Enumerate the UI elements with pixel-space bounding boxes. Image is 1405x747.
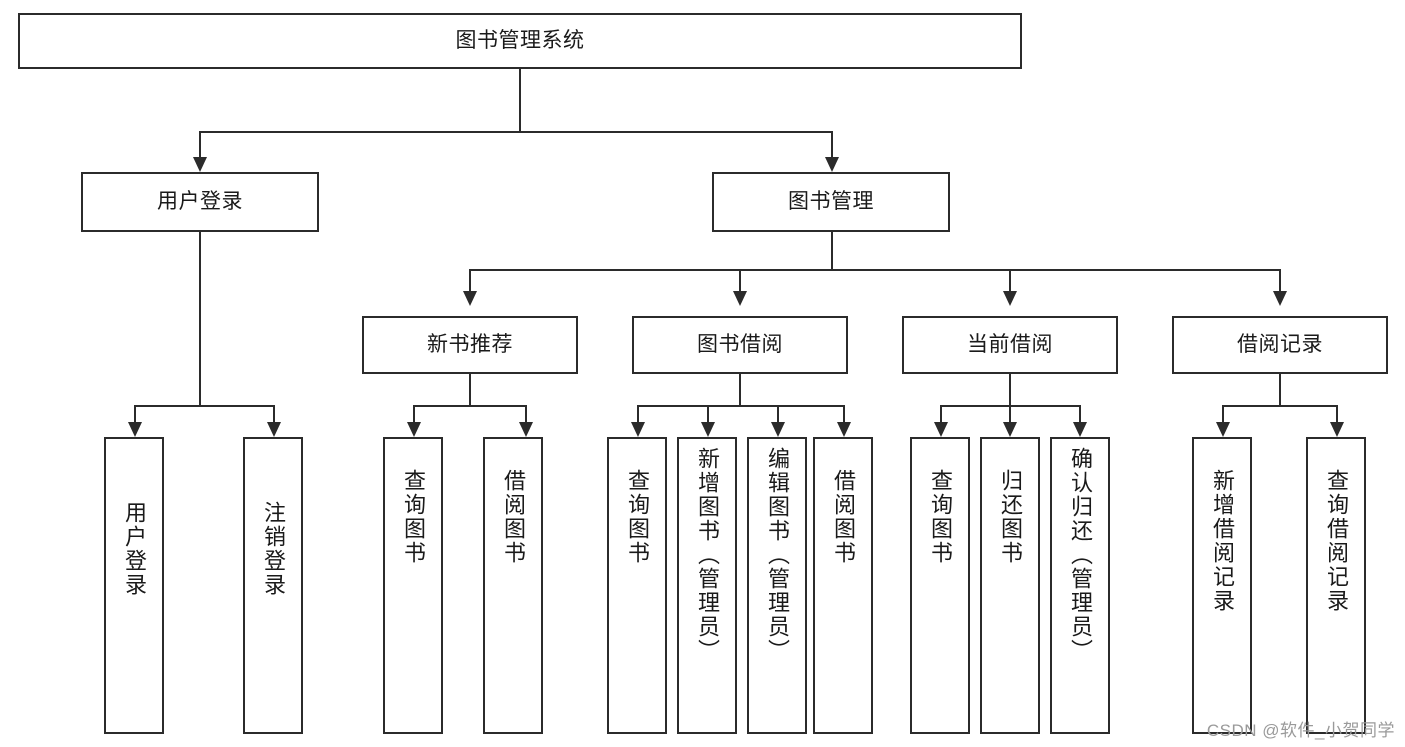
node-label: 新书推荐 (427, 332, 513, 356)
arrowhead-book-borrow (733, 291, 747, 306)
csdn-watermark: CSDN @软件_小贺同学 (1206, 721, 1395, 740)
leaf-query-borrow-record[interactable]: 查询借阅记录 (1306, 437, 1366, 734)
node-label: 当前借阅 (967, 332, 1053, 356)
arrowhead-leaf-query-book-3 (934, 422, 948, 437)
connector-user-login-leaf2 (273, 405, 275, 422)
node-label: 借阅图书 (501, 469, 526, 565)
leaf-borrow-book-recommend[interactable]: 借阅图书 (483, 437, 543, 734)
arrowhead-leaf-return-book (1003, 422, 1017, 437)
connector-root-bus (199, 131, 831, 133)
node-label: 图书管理 (788, 189, 874, 213)
connector-borrow-record-bus (1222, 405, 1336, 407)
connector-book-borrow-leaf2 (707, 405, 709, 422)
arrowhead-leaf-query-record (1330, 422, 1344, 437)
connector-new-book-bus (413, 405, 525, 407)
node-user-login[interactable]: 用户登录 (81, 172, 319, 232)
connector-book-mgmt-stem (831, 232, 833, 269)
connector-level3-bus (469, 269, 1281, 271)
connector-book-borrow-stem (739, 374, 741, 405)
node-label: 归还图书 (998, 469, 1023, 565)
node-book-borrow[interactable]: 图书借阅 (632, 316, 848, 374)
node-label: 图书管理系统 (455, 28, 585, 52)
node-label: 用户登录 (157, 189, 243, 213)
connector-to-book-borrow (739, 269, 741, 291)
leaf-logout[interactable]: 注销登录 (243, 437, 303, 734)
arrowhead-leaf-edit-book (771, 422, 785, 437)
arrowhead-leaf-user-login (128, 422, 142, 437)
leaf-borrow-book[interactable]: 借阅图书 (813, 437, 873, 734)
node-label: 确认归还（管理员） (1068, 447, 1093, 663)
connector-root-to-user-login (199, 131, 201, 157)
arrowhead-new-book (463, 291, 477, 306)
connector-root-to-book-mgmt (831, 131, 833, 157)
connector-to-borrow-record (1279, 269, 1281, 291)
connector-borrow-record-stem (1279, 374, 1281, 405)
connector-user-login-bus (134, 405, 273, 407)
node-label: 编辑图书（管理员） (765, 447, 790, 663)
node-label: 用户登录 (122, 501, 147, 597)
arrowhead-book-mgmt (825, 157, 839, 172)
node-root-system[interactable]: 图书管理系统 (18, 13, 1022, 69)
connector-book-borrow-leaf1 (637, 405, 639, 422)
connector-root-stem (519, 69, 521, 131)
connector-user-login-stem (199, 232, 201, 405)
connector-borrow-record-leaf1 (1222, 405, 1224, 422)
node-label: 查询图书 (401, 469, 426, 565)
node-label: 新增图书（管理员） (695, 447, 720, 663)
arrowhead-leaf-borrow-book-2 (837, 422, 851, 437)
node-label: 借阅图书 (831, 469, 856, 565)
leaf-add-book-admin[interactable]: 新增图书（管理员） (677, 437, 737, 734)
node-new-book-recommend[interactable]: 新书推荐 (362, 316, 578, 374)
node-label: 新增借阅记录 (1210, 469, 1235, 613)
connector-current-borrow-leaf3 (1079, 405, 1081, 422)
node-label: 图书借阅 (697, 332, 783, 356)
connector-to-new-book (469, 269, 471, 291)
connector-current-borrow-leaf1 (940, 405, 942, 422)
arrowhead-current-borrow (1003, 291, 1017, 306)
arrowhead-user-login (193, 157, 207, 172)
connector-borrow-record-leaf2 (1336, 405, 1338, 422)
arrowhead-leaf-add-book (701, 422, 715, 437)
arrowhead-leaf-add-record (1216, 422, 1230, 437)
node-current-borrow[interactable]: 当前借阅 (902, 316, 1118, 374)
arrowhead-leaf-borrow-book-1 (519, 422, 533, 437)
arrowhead-leaf-confirm-return (1073, 422, 1087, 437)
node-borrow-record[interactable]: 借阅记录 (1172, 316, 1388, 374)
node-book-management[interactable]: 图书管理 (712, 172, 950, 232)
connector-new-book-leaf2 (525, 405, 527, 422)
node-label: 查询图书 (928, 469, 953, 565)
arrowhead-leaf-logout (267, 422, 281, 437)
leaf-add-borrow-record[interactable]: 新增借阅记录 (1192, 437, 1252, 734)
connector-new-book-stem (469, 374, 471, 405)
node-label: 借阅记录 (1237, 332, 1323, 356)
connector-current-borrow-leaf2 (1009, 405, 1011, 422)
leaf-query-book-borrow[interactable]: 查询图书 (607, 437, 667, 734)
arrowhead-leaf-query-book-2 (631, 422, 645, 437)
connector-book-borrow-leaf4 (843, 405, 845, 422)
leaf-query-book-current[interactable]: 查询图书 (910, 437, 970, 734)
connector-current-borrow-stem (1009, 374, 1011, 405)
leaf-user-login[interactable]: 用户登录 (104, 437, 164, 734)
connector-book-borrow-leaf3 (777, 405, 779, 422)
arrowhead-leaf-query-book-1 (407, 422, 421, 437)
connector-new-book-leaf1 (413, 405, 415, 422)
connector-user-login-leaf1 (134, 405, 136, 422)
node-label: 查询借阅记录 (1324, 469, 1349, 613)
connector-to-current-borrow (1009, 269, 1011, 291)
leaf-edit-book-admin[interactable]: 编辑图书（管理员） (747, 437, 807, 734)
leaf-query-book-recommend[interactable]: 查询图书 (383, 437, 443, 734)
arrowhead-borrow-record (1273, 291, 1287, 306)
leaf-return-book[interactable]: 归还图书 (980, 437, 1040, 734)
node-label: 注销登录 (261, 501, 286, 597)
connector-book-borrow-bus (637, 405, 843, 407)
leaf-confirm-return-admin[interactable]: 确认归还（管理员） (1050, 437, 1110, 734)
node-label: 查询图书 (625, 469, 650, 565)
